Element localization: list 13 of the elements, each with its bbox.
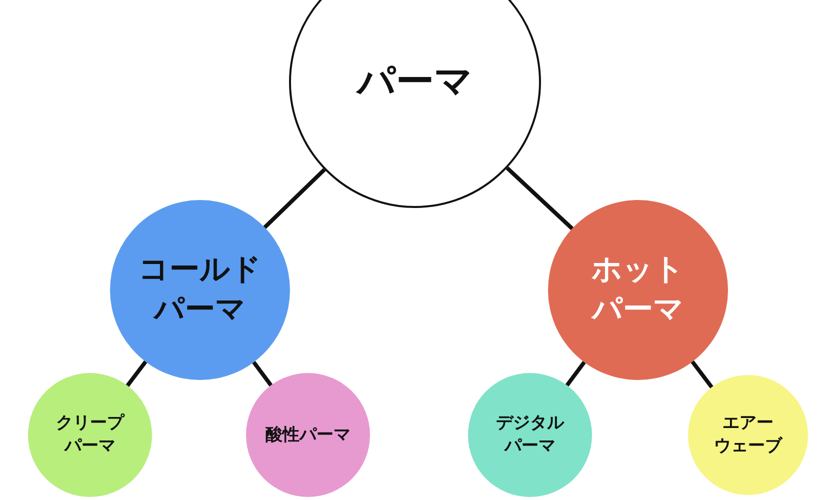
connector-line (252, 360, 273, 386)
connector-line (690, 360, 714, 388)
node-label: コールドパーマ (138, 250, 262, 329)
connector-line (126, 360, 148, 387)
node-label: エアーウェーブ (713, 412, 784, 458)
node-label: デジタルパーマ (495, 412, 566, 458)
node-label: 酸性パーマ (264, 424, 352, 446)
connector-line (263, 168, 326, 229)
node-label: クリープパーマ (55, 412, 126, 458)
node-label: ホットパーマ (590, 250, 686, 329)
connector-line (506, 166, 574, 230)
node-label: パーマ (354, 58, 474, 106)
connector-line (565, 360, 586, 386)
